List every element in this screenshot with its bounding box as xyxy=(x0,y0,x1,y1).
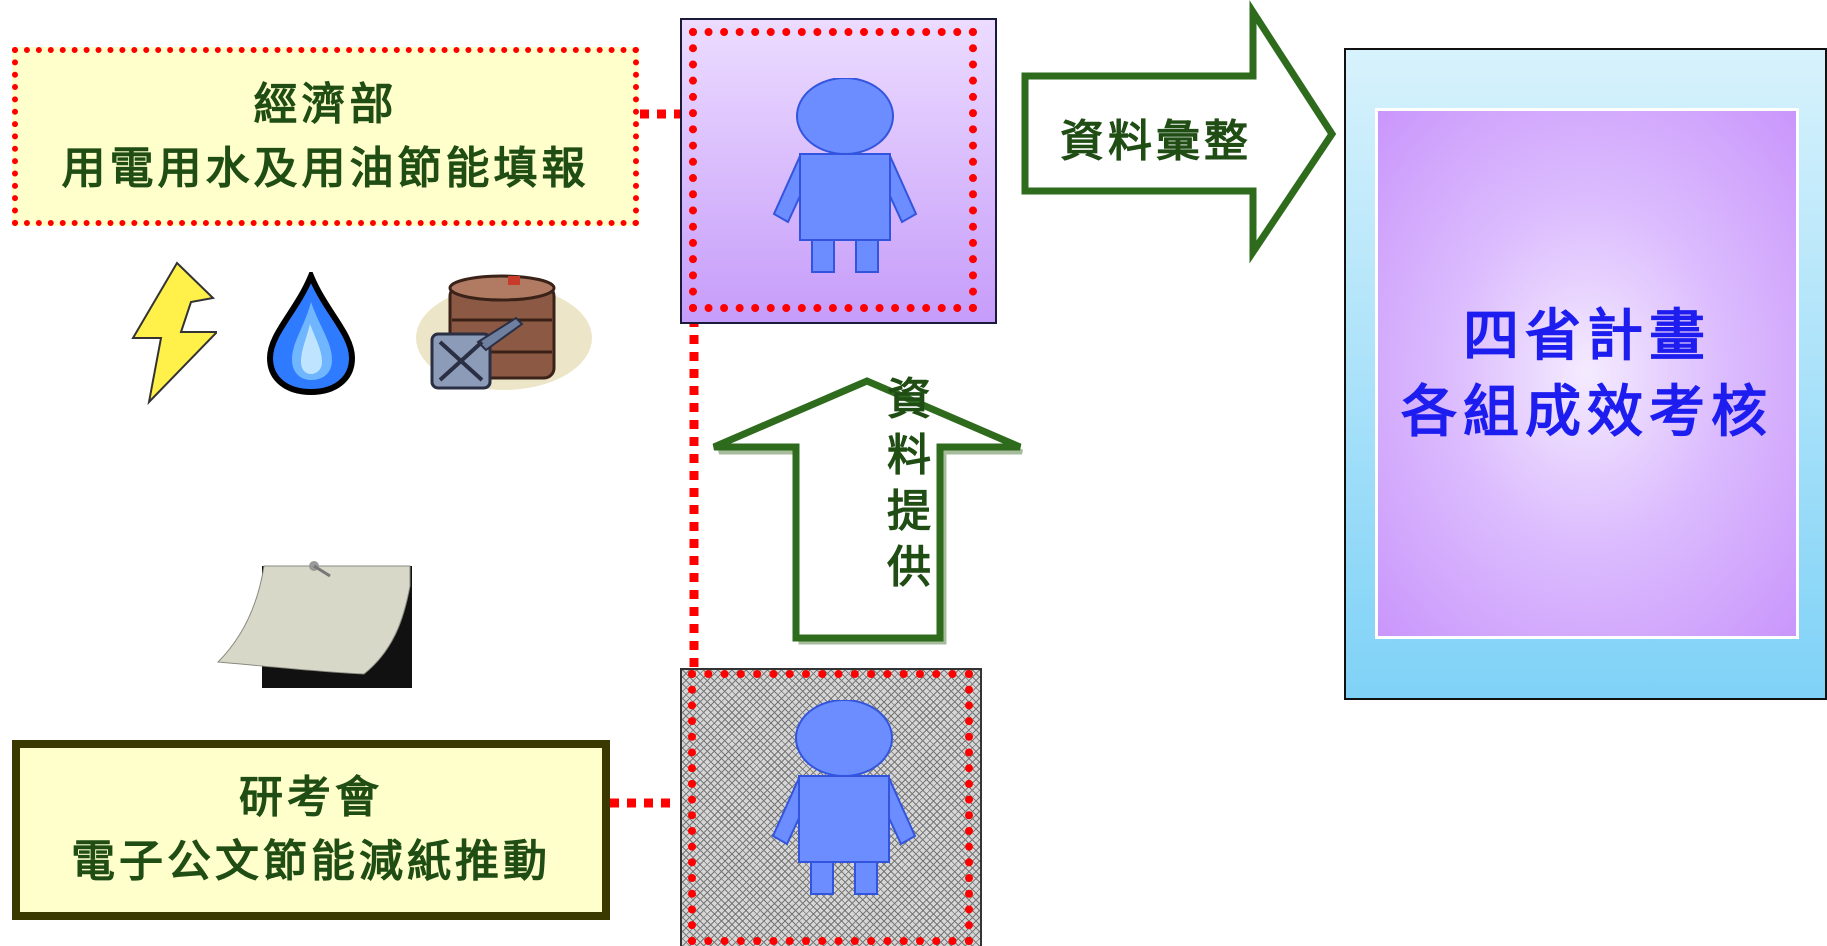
top-person-dotted-frame xyxy=(689,28,977,312)
rdec-title: 研考會 xyxy=(239,772,383,823)
paper-note-icon xyxy=(216,561,412,688)
lightning-icon xyxy=(131,261,217,406)
top-person-node xyxy=(680,18,997,324)
evaluation-title: 四省計畫 xyxy=(1463,302,1711,369)
moea-title: 經濟部 xyxy=(253,78,398,130)
bottom-person-dotted-frame xyxy=(688,670,973,945)
person-icon xyxy=(772,78,918,273)
evaluation-subtitle: 各組成效考核 xyxy=(1401,378,1773,445)
arrow-up-shape xyxy=(712,377,1022,642)
rdec-promotion-box: 研考會 電子公文節能減紙推動 xyxy=(12,740,610,920)
person-icon xyxy=(771,700,917,895)
provide-arrow-label: 資料提供 xyxy=(887,374,931,593)
moea-subtitle: 用電用水及用油節能填報 xyxy=(61,142,590,194)
collect-arrow-label: 資料彙整 xyxy=(1060,116,1252,167)
water-drop-icon xyxy=(266,272,356,396)
bottom-person-node xyxy=(680,668,982,946)
oil-drum-icon xyxy=(416,274,592,390)
rdec-subtitle: 電子公文節能減紙推動 xyxy=(71,836,551,887)
moea-reporting-box: 經濟部 用電用水及用油節能填報 xyxy=(12,47,639,226)
arrow-up-shadow xyxy=(717,382,1024,645)
evaluation-inner-box: 四省計畫 各組成效考核 xyxy=(1375,108,1799,639)
